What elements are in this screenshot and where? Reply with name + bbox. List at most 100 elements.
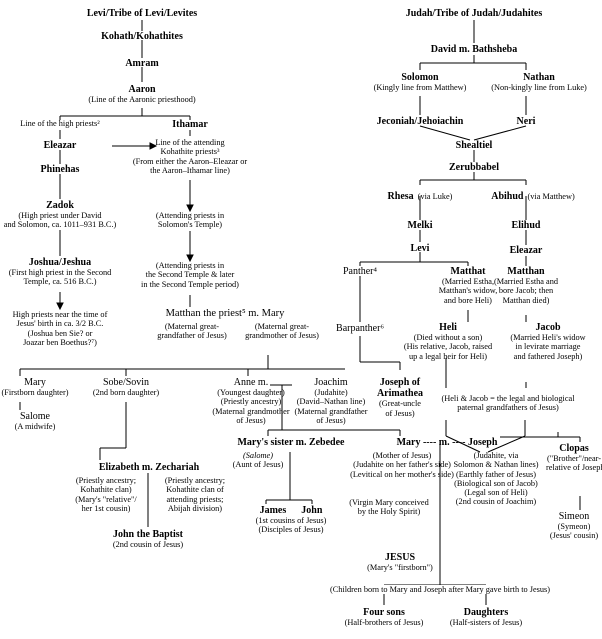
barpanther-label: Barpanther⁶	[336, 323, 384, 334]
john-baptist-note: (2nd cousin of Jesus)	[112, 540, 184, 550]
joachim-note-4: of Jesus)	[316, 416, 346, 426]
rhesa-label: Rhesa	[387, 191, 414, 202]
mary-note-1: (Mother of Jesus)	[372, 451, 432, 460]
elizabeth-note-2: Kohathite clan)	[80, 485, 132, 495]
joshua-note-2: Temple, ca. 516 B.C.)	[23, 277, 97, 287]
joseph-note-1: (Judahite, via	[473, 451, 519, 460]
mary-joseph-node: Mary ---- m. ---- Joseph	[372, 437, 522, 448]
barpanther-node: Barpanther⁶	[320, 323, 400, 334]
matthan-note-2: bore Jacob; then	[498, 286, 554, 296]
matthan-priest-node: Matthan the priest⁵ m. Mary	[150, 308, 300, 320]
clopas-label: Clopas	[559, 443, 589, 454]
clopas-node: Clopas ("Brother"/near- relative of Jose…	[546, 443, 602, 473]
amram-label: Amram	[125, 58, 159, 69]
children-born-node: (Children born to Mary and Joseph after …	[312, 585, 568, 595]
simeon-note-2: (Jesus' cousin)	[549, 531, 599, 541]
zadok-note-2: and Solomon, ca. 1011–931 B.C.)	[3, 220, 117, 230]
salome-note: (A midwife)	[14, 422, 56, 432]
grandfathers-note-2: paternal grandfathers of Jesus)	[457, 403, 559, 413]
attending-line-3: (From either the Aaron–Eleazar or	[132, 156, 248, 166]
solomon-temple-2: Solomon's Temple)	[157, 220, 223, 230]
children-born-label: (Children born to Mary and Joseph after …	[329, 585, 551, 594]
panther-label: Panther⁴	[342, 266, 378, 277]
simeon-note-1: (Symeon)	[557, 522, 591, 532]
james-john-note-2: (Disciples of Jesus)	[258, 525, 324, 535]
elizabeth-node: Elizabeth m. Zechariah	[84, 462, 214, 473]
joseph-arimathea-node: Joseph of Arimathea (Great-uncle of Jesu…	[368, 377, 432, 418]
daughters-label: Daughters	[463, 607, 509, 618]
anne-label: Anne m.	[233, 377, 269, 388]
zerubbabel-label: Zerubbabel	[448, 162, 499, 173]
elihud-node: Elihud	[496, 220, 556, 231]
jesus-label: JESUS	[384, 552, 415, 563]
mary-note-2: (Judahite on her father's side)	[353, 460, 451, 470]
solomon-node: Solomon (Kingly line from Matthew)	[360, 72, 480, 92]
phinehas-node: Phinehas	[25, 164, 95, 175]
mary-first-note: (Firstborn daughter)	[1, 388, 69, 398]
high-priests-near-1: High priests near the time of	[12, 310, 108, 319]
kohath-node: Kohath/Kohathites	[82, 31, 202, 42]
elizabeth-note-4: her 1st cousin)	[81, 503, 131, 513]
zechariah-note-3: attending priests;	[166, 494, 224, 504]
abihud-via: (via Matthew)	[527, 192, 575, 201]
matthan-node: Matthan (Married Estha and bore Jacob; t…	[480, 266, 572, 305]
second-temple-priests-node: (Attending priests in the Second Temple …	[130, 261, 250, 289]
neri-label: Neri	[516, 116, 536, 127]
jacob-note-2: in levirate marriage	[515, 342, 581, 352]
sobe-label: Sobe/Sovin	[102, 377, 150, 388]
joseph-note-6: (2nd cousin of Joachim)	[455, 497, 537, 507]
four-sons-label: Four sons	[363, 607, 405, 618]
james-john-node: James John (1st cousins of Jesus) (Disci…	[236, 505, 346, 535]
salome-node: Salome (A midwife)	[0, 411, 70, 431]
joseph-arimathea-label-1: Joseph of	[379, 377, 421, 388]
judah-tribe-label: Judah/Tribe of Judah/Judahites	[405, 8, 543, 19]
solomon-temple-priests-node: (Attending priests in Solomon's Temple)	[140, 211, 240, 230]
four-sons-note: (Half-brothers of Jesus)	[344, 618, 424, 628]
shealtiel-node: Shealtiel	[434, 140, 514, 151]
eleazar-levi-label: Eleazar	[43, 140, 77, 151]
jacob-node: Jacob (Married Heli's widow in levirate …	[496, 322, 600, 361]
joseph-arimathea-label-2: Arimathea	[376, 388, 424, 400]
joseph-note-4: (Biological son of Jacob)	[454, 478, 538, 488]
jacob-label: Jacob	[535, 322, 561, 333]
levi-tribe-node: Levi/Tribe of Levi/Levites	[62, 8, 222, 19]
solomon-temple-1: (Attending priests in	[155, 211, 225, 220]
matthan-note-3: Matthan died)	[502, 295, 550, 305]
nathan-label: Nathan	[523, 72, 555, 83]
salome-label: Salome	[20, 411, 50, 422]
david-node: David m. Bathsheba	[424, 44, 524, 55]
amram-node: Amram	[102, 58, 182, 69]
mary-note-3: (Levitical on her mother's side)	[350, 469, 454, 479]
phinehas-label: Phinehas	[40, 164, 80, 175]
zechariah-note-node: (Priestly ancestry; Kohathite clan of at…	[150, 476, 240, 513]
joachim-note-2: (David–Nathan line)	[296, 397, 366, 407]
simeon-label: Simeon	[558, 511, 590, 522]
joshua-note-1: (First high priest in the Second	[8, 268, 112, 278]
matthan-label: Matthan	[507, 266, 545, 277]
matthan-note-1: (Married Estha and	[493, 277, 559, 287]
abihud-node: Abihud (via Matthew)	[478, 186, 588, 204]
abihud-label: Abihud	[491, 191, 524, 202]
john-baptist-node: John the Baptist (2nd cousin of Jesus)	[98, 529, 198, 549]
attending-priests-node: Line of the attending Kohathite priests³…	[124, 138, 256, 175]
john-baptist-label: John the Baptist	[112, 529, 183, 540]
zadok-label: Zadok	[46, 200, 74, 211]
zadok-node: Zadok (High priest under David and Solom…	[0, 200, 120, 230]
david-label: David m. Bathsheba	[430, 44, 518, 55]
heli-note-2: (His relative, Jacob, raised	[403, 342, 493, 352]
marys-sister-label: Mary's sister m. Zebedee	[237, 437, 345, 448]
eleazar-judah-node: Eleazar	[496, 245, 556, 256]
heli-note-3: up a legal heir for Heli)	[408, 351, 488, 361]
marys-sister-note-node: (Salome) (Aunt of Jesus)	[228, 451, 288, 470]
matthan-priest-note-1: (Maternal great-	[164, 322, 220, 331]
joseph-arimathea-note-1: (Great-uncle	[379, 399, 421, 409]
ithamar-label: Ithamar	[172, 119, 208, 130]
sobe-note: (2nd born daughter)	[92, 388, 160, 398]
mary-first-label: Mary	[24, 377, 46, 388]
daughters-node: Daughters (Half-sisters of Jesus)	[436, 607, 536, 627]
attending-line-1: Line of the attending	[155, 138, 225, 147]
elizabeth-note-node: (Priestly ancestry; Kohathite clan) (Mar…	[64, 476, 148, 513]
simeon-node: Simeon (Symeon) (Jesus' cousin)	[546, 511, 602, 541]
high-priests-near-3: (Joshua ben Sie? or	[27, 328, 93, 338]
